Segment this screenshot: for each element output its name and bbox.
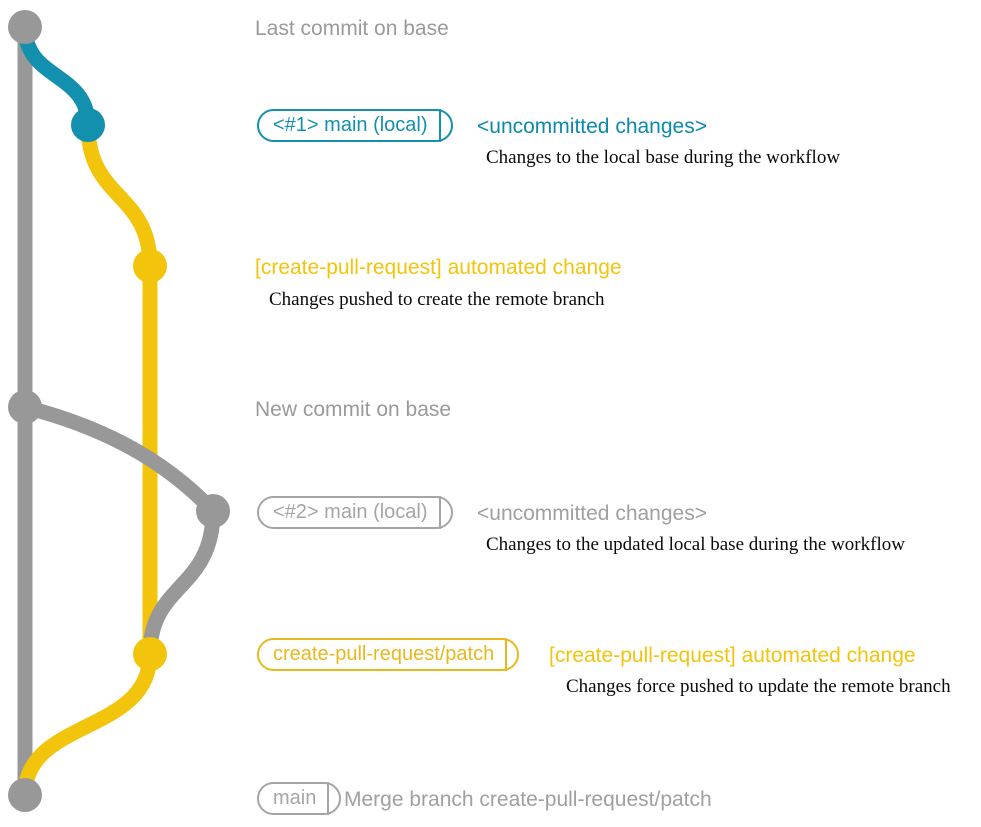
note-automated-change-1: Changes pushed to create the remote bran…: [269, 289, 605, 310]
edge-local-1-to-automated-1: [80, 117, 158, 274]
ref-pill-main-local-1-label: <#1> main (local): [273, 114, 428, 136]
subject-automated-change-1: [create-pull-request] automated change: [255, 256, 622, 279]
node-automated-change-1[interactable]: [133, 249, 167, 283]
edge-automated-2-to-merge: [17, 646, 158, 803]
node-local-change-1[interactable]: [71, 108, 105, 142]
ref-pill-divider: [438, 496, 441, 529]
ref-pill-divider: [438, 109, 441, 142]
ref-pill-divider: [505, 638, 508, 671]
ref-pill-main-local-1[interactable]: <#1> main (local): [257, 109, 453, 142]
ref-pill-main[interactable]: main: [257, 782, 342, 815]
subject-merge-commit: Merge branch create-pull-request/patch: [344, 788, 712, 811]
ref-pill-main-label: main: [273, 787, 317, 809]
caption-last-commit-on-base: Last commit on base: [255, 17, 449, 40]
note-local-change-1: Changes to the local base during the wor…: [486, 147, 841, 168]
ref-pill-divider: [327, 782, 330, 815]
node-automated-change-2[interactable]: [133, 637, 167, 671]
note-local-change-2: Changes to the updated local base during…: [486, 534, 905, 555]
subject-local-change-1: <uncommitted changes>: [477, 115, 707, 138]
caption-new-commit-on-base: New commit on base: [255, 398, 452, 421]
note-automated-change-2: Changes force pushed to update the remot…: [566, 676, 951, 697]
subject-automated-change-2: [create-pull-request] automated change: [549, 644, 916, 667]
edge-local-2-to-automated-2: [142, 503, 221, 662]
ref-pill-create-pull-request-patch-label: create-pull-request/patch: [273, 643, 495, 665]
subject-local-change-2: <uncommitted changes>: [477, 502, 707, 525]
node-last-commit-on-base[interactable]: [8, 10, 42, 44]
node-local-change-2[interactable]: [196, 494, 230, 528]
ref-pill-main-local-2[interactable]: <#2> main (local): [257, 496, 453, 529]
edge-base-to-local-2: [17, 399, 221, 519]
ref-pill-main-local-2-label: <#2> main (local): [273, 501, 428, 523]
ref-pill-create-pull-request-patch[interactable]: create-pull-request/patch: [257, 638, 520, 671]
node-new-commit-on-base[interactable]: [8, 390, 42, 424]
node-merge-commit[interactable]: [8, 778, 42, 812]
